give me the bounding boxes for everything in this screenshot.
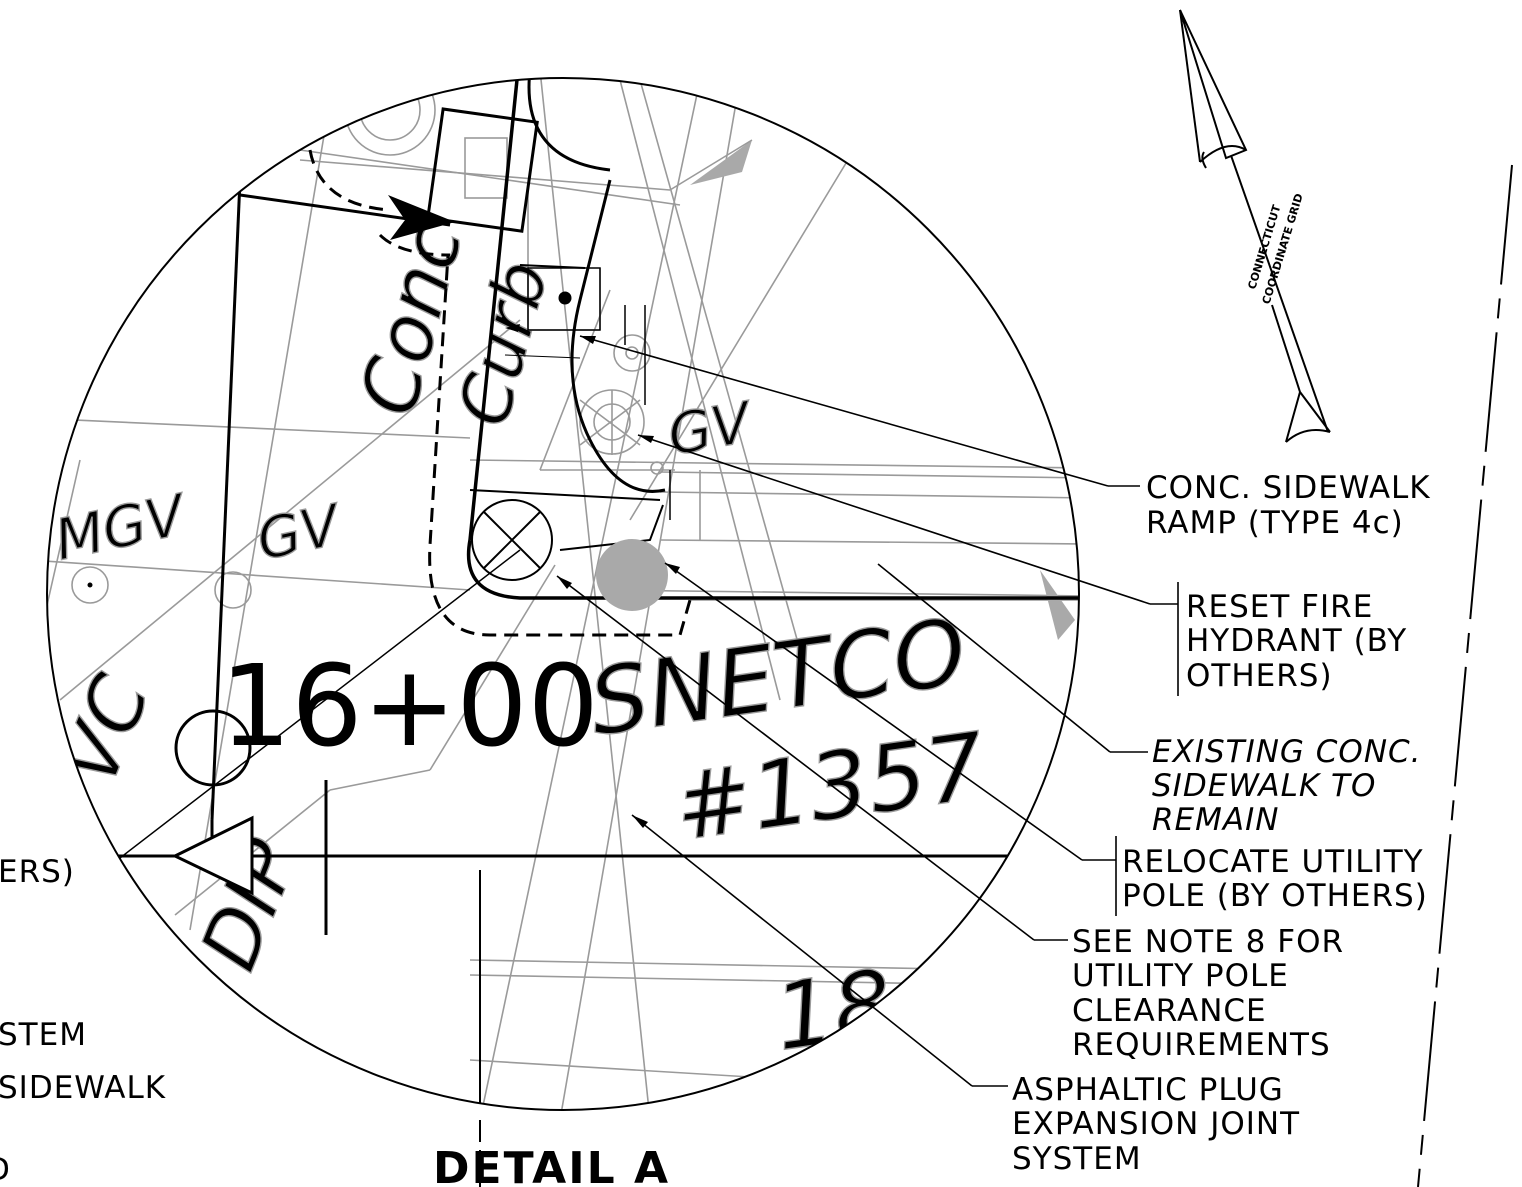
utility-pole-symbol	[471, 499, 553, 581]
right-boundary-line	[1417, 164, 1513, 1187]
leader-arrowheads	[505, 324, 680, 828]
relocated-pole-symbol	[596, 539, 668, 611]
callout-see-note-line-4: REQUIREMENTS	[1072, 1027, 1331, 1063]
callout-plug-line-1: ASPHALTIC PLUG	[1012, 1072, 1284, 1108]
callout-existing-line-1: EXISTING CONC.	[1152, 734, 1422, 770]
label-18: 18	[768, 950, 899, 1072]
label-gv-top: GV	[663, 390, 758, 469]
callout-hydrant-line-1: RESET FIRE	[1186, 589, 1373, 625]
callout-existing-line-3: REMAIN	[1152, 802, 1279, 838]
north-arrow-icon	[1179, 9, 1331, 443]
left-fragment-2: STEM	[0, 1017, 87, 1053]
detail-circle-content: Conc Curb GV MGV GV VC DIP SNETCO #1357 …	[44, 78, 1079, 1110]
detail-title: DETAIL A	[433, 1143, 670, 1187]
callout-ramp: CONC. SIDEWALK RAMP (TYPE 4c)	[1146, 470, 1431, 541]
callout-relocate-line-1: RELOCATE UTILITY	[1122, 844, 1424, 880]
callout-hydrant-line-3: OTHERS)	[1186, 658, 1333, 694]
existing-linework	[47, 78, 1079, 1110]
callout-see-note-line-3: CLEARANCE	[1072, 993, 1267, 1029]
north-arrow-label: CONNECTICUT COORDINATE GRID	[1245, 192, 1305, 306]
dashed-curb-line	[308, 149, 692, 637]
label-gv-left: GV	[251, 492, 348, 573]
callout-relocate-line-2: POLE (BY OTHERS)	[1122, 878, 1428, 914]
callout-hydrant-line-2: HYDRANT (BY	[1186, 623, 1407, 659]
callout-ramp-line-2: RAMP (TYPE 4c)	[1146, 505, 1404, 541]
callout-see-note-line-2: UTILITY POLE	[1072, 958, 1289, 994]
callout-existing-sidewalk: EXISTING CONC. SIDEWALK TO REMAIN	[1152, 734, 1422, 838]
label-vc: VC	[44, 663, 168, 797]
detail-circle	[46, 77, 1080, 1111]
callout-see-note: SEE NOTE 8 FOR UTILITY POLE CLEARANCE RE…	[1072, 924, 1344, 1063]
left-fragment-1: ERS)	[0, 854, 75, 890]
callout-see-note-line-1: SEE NOTE 8 FOR	[1072, 924, 1344, 960]
flow-arrow-icon	[388, 195, 455, 240]
left-edge-fragments: ERS) STEM SIDEWALK D	[0, 854, 166, 1187]
left-fragment-3: SIDEWALK	[0, 1070, 166, 1106]
callout-hydrant: RESET FIRE HYDRANT (BY OTHERS)	[1186, 589, 1407, 694]
leader-lines	[556, 335, 1179, 1087]
left-fragment-4: D	[0, 1152, 11, 1187]
callout-relocate-pole: RELOCATE UTILITY POLE (BY OTHERS)	[1122, 844, 1428, 914]
station-label: 16+00	[220, 642, 599, 772]
callout-plug-line-2: EXPANSION JOINT	[1012, 1106, 1300, 1142]
callout-asphaltic-plug: ASPHALTIC PLUG EXPANSION JOINT SYSTEM	[1012, 1072, 1300, 1177]
callout-ramp-line-1: CONC. SIDEWALK	[1146, 470, 1431, 506]
callout-plug-line-3: SYSTEM	[1012, 1141, 1142, 1177]
station-marker	[174, 709, 252, 787]
callout-existing-line-2: SIDEWALK TO	[1152, 768, 1376, 804]
proposed-linework	[60, 78, 1079, 1110]
